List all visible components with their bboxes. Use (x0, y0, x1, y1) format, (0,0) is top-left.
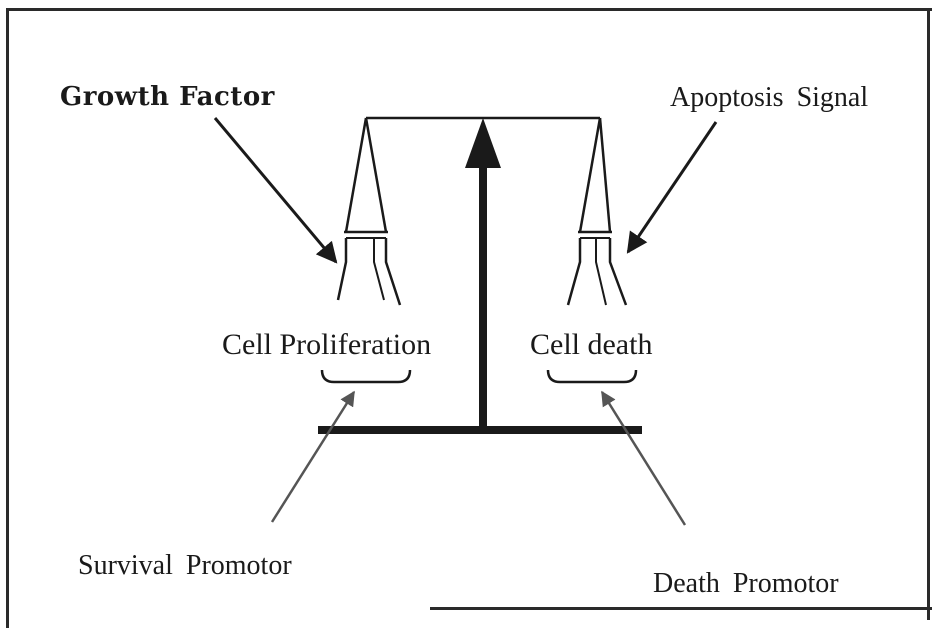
frame-right-border (927, 8, 930, 620)
frame-left-border (6, 8, 9, 628)
growth-factor-arrow (213, 117, 338, 264)
death-promotor-arrow (600, 390, 687, 526)
survival-promotor-label: Survival Promotor (78, 550, 292, 581)
death-promotor-label: Death Promotor (653, 568, 839, 599)
growth-factor-label: Growth Factor (60, 82, 275, 112)
frame-bottom-border (430, 607, 932, 610)
balance-pillar-arrowhead (465, 118, 501, 168)
right-pan-cone (566, 117, 628, 306)
right-pan-bracket (546, 369, 638, 384)
left-pan-cone (336, 117, 402, 306)
apoptosis-signal-arrow (626, 121, 718, 254)
left-pan-bracket (320, 369, 412, 384)
cell-death-label: Cell death (530, 328, 653, 361)
cell-proliferation-label: Cell Proliferation (222, 328, 432, 361)
survival-promotor-arrow (270, 390, 356, 523)
apoptosis-signal-label: Apoptosis Signal (670, 82, 869, 113)
frame-top-border (6, 8, 932, 11)
